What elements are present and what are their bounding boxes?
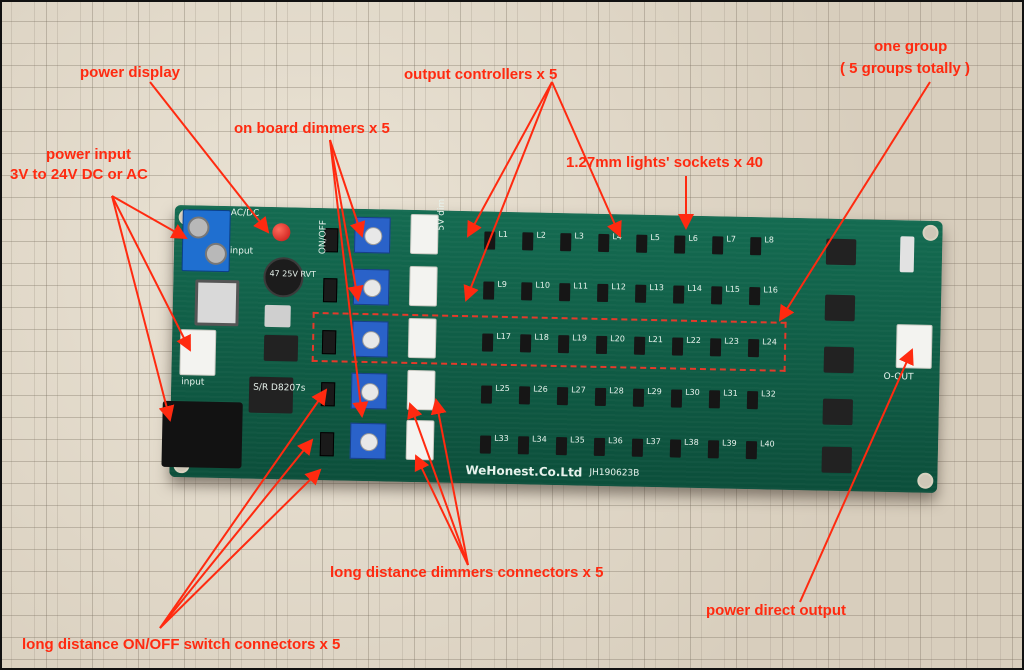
arrow-power-input (111, 195, 175, 422)
label-power-input-1: power input (46, 146, 131, 163)
label-output-controllers: output controllers x 5 (404, 66, 558, 83)
label-light-sockets: 1.27mm lights' sockets x 40 (566, 154, 763, 171)
label-long-distance-dimmers: long distance dimmers connectors x 5 (330, 564, 604, 581)
label-power-display: power display (80, 64, 181, 81)
arrow-output-controllers (463, 81, 553, 302)
arrow-power-input (111, 195, 191, 352)
arrow-long-switch (159, 468, 322, 629)
arrow-long-dimmers (430, 398, 469, 566)
arrow-long-switch (159, 438, 314, 629)
arrow-power-display (149, 81, 270, 234)
label-power-direct-output: power direct output (706, 602, 846, 619)
arrow-dimmers (329, 139, 364, 302)
arrow-power-input (111, 195, 188, 239)
arrow-output-controllers (551, 81, 622, 238)
label-long-distance-switch: long distance ON/OFF switch connectors x… (22, 636, 341, 653)
arrow-output-controllers (467, 81, 553, 238)
label-onboard-dimmers: on board dimmers x 5 (234, 120, 390, 137)
label-one-group-2: ( 5 groups totally ) (840, 60, 971, 77)
arrow-long-dimmers (414, 454, 469, 566)
label-power-input-2: 3V to 24V DC or AC (10, 166, 148, 183)
arrow-power-direct-output (799, 348, 914, 603)
label-one-group-1: one group (874, 38, 948, 55)
arrow-one-group (778, 81, 931, 322)
arrow-dimmers (329, 139, 366, 238)
arrow-long-switch (159, 388, 328, 629)
arrow-dimmers (329, 139, 369, 418)
arrow-long-dimmers (407, 402, 469, 566)
